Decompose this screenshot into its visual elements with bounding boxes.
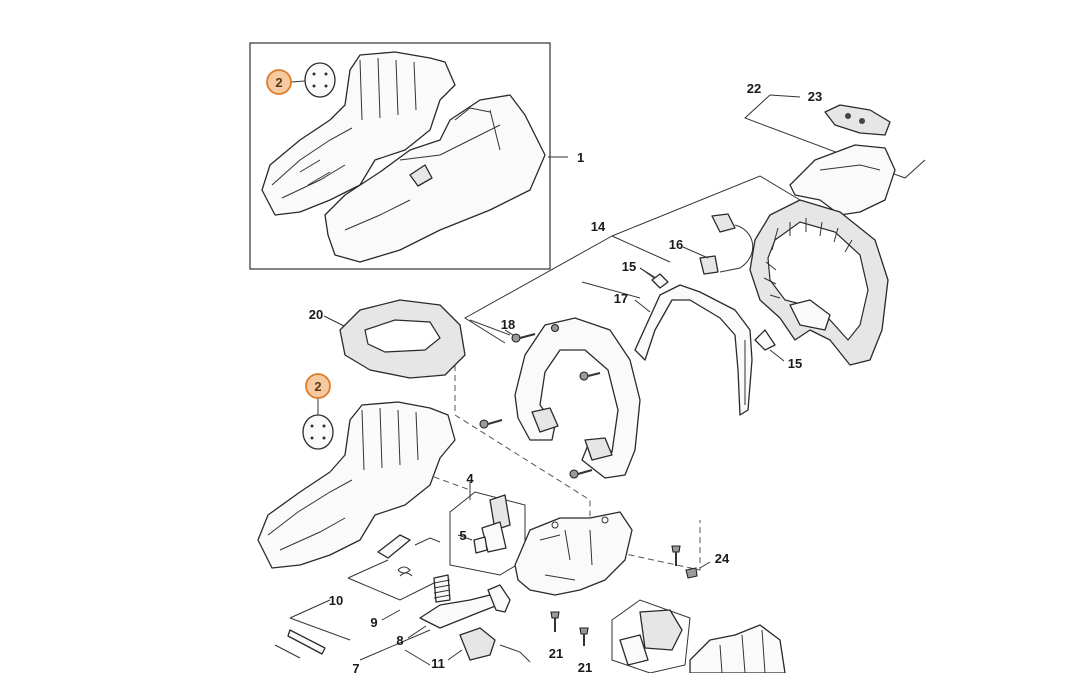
clip-15-upper-shape[interactable] <box>651 273 669 289</box>
callout-5[interactable]: 5 <box>459 528 466 543</box>
small-part-5[interactable] <box>473 536 488 554</box>
housing-half-lower-shape[interactable] <box>257 401 456 569</box>
label-plate-23[interactable] <box>824 104 891 136</box>
gasket-disk-lower <box>302 398 334 450</box>
screw-left[interactable] <box>479 419 503 429</box>
air-filter[interactable] <box>639 609 683 651</box>
loop-handle <box>479 317 641 479</box>
engine-mount-casting <box>514 511 633 596</box>
callout-18[interactable]: 18 <box>501 317 515 332</box>
clip-15-lower <box>754 329 785 362</box>
spring-9-shape[interactable] <box>397 566 413 577</box>
callout-24[interactable]: 24 <box>715 551 730 566</box>
callout-9[interactable]: 9 <box>370 615 377 630</box>
ignition-wire-16 <box>682 213 754 275</box>
lock-lever-8-shape[interactable] <box>419 594 499 629</box>
callout-badge-2-upper[interactable]: 2 <box>266 69 292 95</box>
callout-14[interactable]: 14 <box>591 219 606 234</box>
loop-handle-shape[interactable] <box>514 317 641 479</box>
callout-22[interactable]: 22 <box>747 81 761 96</box>
gasket-disk-upper-shape[interactable] <box>304 62 336 98</box>
engine-mount-shape[interactable] <box>514 511 633 596</box>
screw-24-upper[interactable] <box>671 545 681 566</box>
callout-badge-2-lower[interactable]: 2 <box>305 373 331 399</box>
bale-handle-17 <box>634 284 753 416</box>
handle-housing-right-half[interactable] <box>324 94 546 263</box>
callout-15-lower[interactable]: 15 <box>788 356 802 371</box>
front-handle-frame <box>749 199 889 366</box>
trigger-lever-10 <box>347 534 441 601</box>
spring-9 <box>381 566 451 621</box>
callout-10[interactable]: 10 <box>329 593 343 608</box>
housing-half-lower <box>257 401 456 569</box>
callout-2-lower-label: 2 <box>314 379 321 394</box>
switch-11-shape[interactable] <box>459 627 496 661</box>
screw-18[interactable] <box>511 333 536 343</box>
switch-11 <box>447 627 531 663</box>
callout-8[interactable]: 8 <box>396 633 403 648</box>
clip-15-lower-shape[interactable] <box>754 329 776 351</box>
trigger-lever-10-shape[interactable] <box>377 534 411 559</box>
wire-connector[interactable] <box>711 213 736 233</box>
callout-1[interactable]: 1 <box>577 150 584 165</box>
shroud-20 <box>323 299 466 379</box>
parts-box-4 <box>449 482 526 576</box>
callout-labels: 1 4 5 7 8 9 10 11 14 15 15 16 17 18 20 2… <box>309 81 822 673</box>
callout-16[interactable]: 16 <box>669 237 683 252</box>
callout-21-right[interactable]: 21 <box>578 660 592 673</box>
callout-17[interactable]: 17 <box>614 291 628 306</box>
screw-21-right[interactable] <box>579 627 589 646</box>
top-cover-22[interactable] <box>789 144 896 216</box>
screw-top[interactable] <box>550 323 560 333</box>
callout-20[interactable]: 20 <box>309 307 323 322</box>
screw-21-left[interactable] <box>550 611 560 632</box>
shaft-7 <box>274 599 431 666</box>
pin-7[interactable] <box>287 629 326 655</box>
callout-23[interactable]: 23 <box>808 89 822 104</box>
filter-element[interactable] <box>619 634 649 666</box>
callout-7[interactable]: 7 <box>352 661 359 673</box>
housing-fragment-bottom <box>689 624 786 673</box>
callout-21-left[interactable]: 21 <box>549 646 563 661</box>
callout-11[interactable]: 11 <box>431 656 445 671</box>
screw-bottom[interactable] <box>569 469 593 479</box>
callout-15-upper[interactable]: 15 <box>622 259 636 274</box>
lock-lever-8 <box>407 584 511 639</box>
gasket-disk-upper <box>290 62 336 98</box>
throttle-trigger-4[interactable] <box>489 494 511 531</box>
handle-housing-left-half[interactable] <box>261 51 456 216</box>
assembly-1-inset <box>249 42 568 270</box>
screw-24-lower[interactable] <box>685 567 698 579</box>
bale-handle-17-shape[interactable] <box>634 284 753 416</box>
callout-4[interactable]: 4 <box>466 471 474 486</box>
clip-15-upper <box>639 267 669 289</box>
leader-network <box>414 175 801 571</box>
air-filter-box <box>611 599 691 673</box>
housing-fragment-shape <box>689 624 786 673</box>
gasket-disk-lower-shape[interactable] <box>302 414 334 450</box>
top-cover-assembly <box>744 94 926 216</box>
screw-mid[interactable] <box>579 371 601 381</box>
callout-2-upper-label: 2 <box>275 75 282 90</box>
